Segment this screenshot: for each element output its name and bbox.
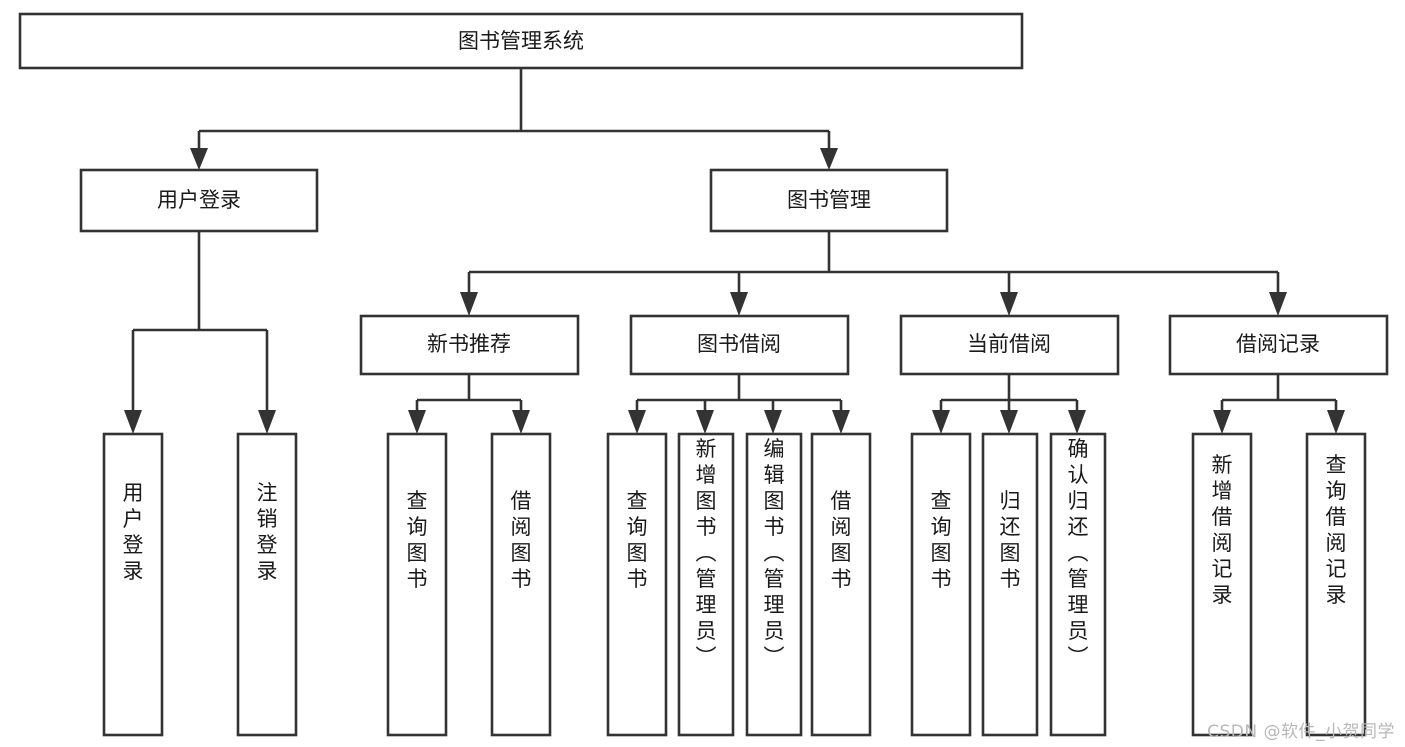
leaf-logout-login-label: 注销登录 [257, 481, 278, 583]
leaf-edit-book-label: 编辑图书︵管理员︶ [764, 437, 785, 669]
leaf-logout-login[interactable]: 注销登录 [236, 432, 298, 737]
leaf-query-book-1-label: 查询图书 [407, 489, 428, 591]
arrow-to-book-borrow [730, 292, 748, 316]
arrow-to-leaf-query-book-2 [628, 410, 646, 434]
leaf-query-record[interactable]: 查询借阅记录 [1305, 432, 1367, 737]
node-current-borrow-box[interactable] [899, 314, 1120, 376]
leaf-borrow-book-1-box[interactable] [490, 432, 552, 737]
node-root-box[interactable] [18, 12, 1024, 70]
leaf-borrow-book-2-label: 借阅图书 [831, 489, 852, 591]
leaf-edit-book-box[interactable] [745, 432, 803, 737]
arrow-to-leaf-confirm-return [1068, 410, 1086, 434]
leaf-user-login-label: 用户登录 [123, 481, 144, 583]
leaf-return-book-label: 归还图书 [1000, 489, 1021, 591]
leaf-query-book-3[interactable]: 查询图书 [910, 432, 972, 737]
arrow-to-leaf-user-login [124, 410, 142, 434]
arrow-to-new-book-recommend [460, 292, 478, 316]
leaf-return-book-box[interactable] [981, 432, 1039, 737]
leaf-add-book-label: 新增图书︵管理员︶ [696, 437, 717, 669]
arrow-root-to-user-login [190, 148, 208, 170]
node-book-manage-box[interactable] [709, 168, 949, 233]
arrow-to-leaf-borrow-book-2 [832, 410, 850, 434]
leaf-add-record-box[interactable] [1191, 432, 1253, 737]
leaf-query-record-label: 查询借阅记录 [1326, 453, 1347, 607]
leaf-confirm-return[interactable]: 确认归还︵管理员︶ [1049, 432, 1107, 737]
leaf-add-book[interactable]: 新增图书︵管理员︶ [677, 432, 735, 737]
arrow-to-leaf-query-book-1 [408, 410, 426, 434]
leaf-user-login[interactable]: 用户登录 [102, 432, 164, 737]
node-user-login[interactable]: 用户登录 [79, 168, 319, 233]
leaf-logout-login-box[interactable] [236, 432, 298, 737]
node-borrow-record-label: 借阅记录 [1236, 332, 1320, 356]
node-borrow-record[interactable]: 借阅记录 [1168, 314, 1389, 376]
node-book-manage-label: 图书管理 [787, 188, 871, 212]
arrow-to-current-borrow [1000, 292, 1018, 316]
node-new-book-recommend[interactable]: 新书推荐 [359, 314, 580, 376]
node-book-borrow[interactable]: 图书借阅 [629, 314, 850, 376]
leaf-query-book-3-box[interactable] [910, 432, 972, 737]
node-book-borrow-label: 图书借阅 [697, 332, 781, 356]
node-new-book-recommend-box[interactable] [359, 314, 580, 376]
leaf-borrow-book-2-box[interactable] [810, 432, 872, 737]
node-book-manage[interactable]: 图书管理 [709, 168, 949, 233]
leaf-borrow-book-1[interactable]: 借阅图书 [490, 432, 552, 737]
arrow-to-leaf-return-book [1000, 410, 1018, 434]
node-current-borrow-label: 当前借阅 [967, 332, 1051, 356]
leaf-user-login-box[interactable] [102, 432, 164, 737]
node-new-book-recommend-label: 新书推荐 [427, 332, 511, 356]
leaf-confirm-return-box[interactable] [1049, 432, 1107, 737]
node-borrow-record-box[interactable] [1168, 314, 1389, 376]
node-user-login-label: 用户登录 [157, 188, 241, 212]
leaf-borrow-book-2[interactable]: 借阅图书 [810, 432, 872, 737]
leaf-query-book-2[interactable]: 查询图书 [606, 432, 668, 737]
leaf-add-record-label: 新增借阅记录 [1212, 453, 1233, 607]
leaf-add-record[interactable]: 新增借阅记录 [1191, 432, 1253, 737]
node-current-borrow[interactable]: 当前借阅 [899, 314, 1120, 376]
arrow-to-leaf-logout-login [258, 410, 276, 434]
arrow-to-leaf-edit-book [764, 410, 782, 434]
leaf-query-book-2-box[interactable] [606, 432, 668, 737]
connectors-group [124, 68, 1345, 434]
leaf-edit-book[interactable]: 编辑图书︵管理员︶ [745, 432, 803, 737]
arrow-root-to-book-manage [820, 148, 838, 170]
leaf-query-book-3-label: 查询图书 [931, 489, 952, 591]
arrow-to-borrow-record [1269, 292, 1287, 316]
leaf-query-book-1-box[interactable] [386, 432, 448, 737]
arrow-to-leaf-borrow-book-1 [512, 410, 530, 434]
leaf-query-book-2-label: 查询图书 [627, 489, 648, 591]
arrow-to-leaf-add-book [696, 410, 714, 434]
arrow-to-leaf-query-book-3 [932, 410, 950, 434]
node-root-label: 图书管理系统 [458, 29, 584, 53]
leaf-query-book-1[interactable]: 查询图书 [386, 432, 448, 737]
node-user-login-box[interactable] [79, 168, 319, 233]
leaf-return-book[interactable]: 归还图书 [981, 432, 1039, 737]
leaf-borrow-book-1-label: 借阅图书 [511, 489, 532, 591]
leaf-confirm-return-label: 确认归还︵管理员︶ [1068, 437, 1089, 669]
node-root[interactable]: 图书管理系统 [18, 12, 1024, 70]
arrow-to-leaf-query-record [1327, 410, 1345, 434]
arrow-to-leaf-add-record [1213, 410, 1231, 434]
leaf-query-record-box[interactable] [1305, 432, 1367, 737]
leaf-add-book-box[interactable] [677, 432, 735, 737]
node-book-borrow-box[interactable] [629, 314, 850, 376]
